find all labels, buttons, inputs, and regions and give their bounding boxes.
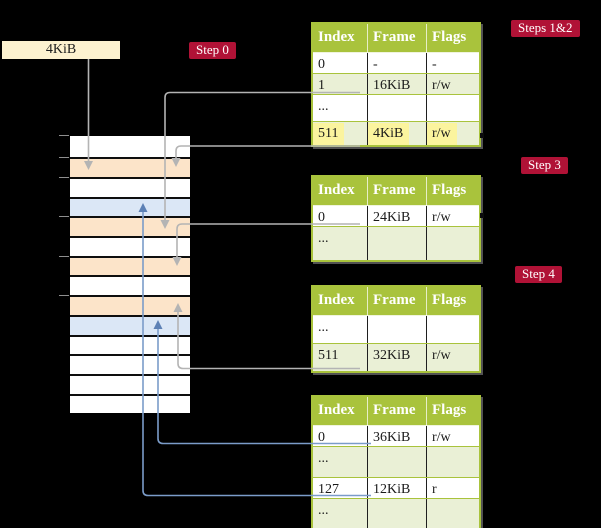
table-cell: ... <box>313 447 368 477</box>
table-cell: ... <box>313 316 368 343</box>
table-cell: - <box>368 53 427 73</box>
step4-label: Step 4 <box>515 266 562 283</box>
table-cell: 511 <box>313 344 368 371</box>
table-row: ... <box>313 315 479 343</box>
column-header-index: Index <box>313 24 368 52</box>
memory-frame-row <box>70 236 190 256</box>
memory-frame-row <box>70 374 190 394</box>
memory-tick-mark <box>59 177 69 178</box>
memory-tick-mark <box>59 256 69 257</box>
table-cell: r/w <box>427 122 479 145</box>
memory-frame-row <box>70 256 190 275</box>
memory-frame-row <box>70 197 190 216</box>
column-header-index: Index <box>313 287 368 315</box>
table-cell: r/w <box>432 78 451 93</box>
table-cell: ... <box>313 499 368 528</box>
memory-frame-row <box>70 136 190 157</box>
table-cell: r <box>432 482 437 497</box>
column-header-index: Index <box>313 397 368 425</box>
table-cell <box>427 316 479 343</box>
table-cell: 4KiB <box>368 122 427 145</box>
memory-tick-mark <box>59 135 69 136</box>
table-cell <box>427 499 479 528</box>
table-cell <box>368 316 427 343</box>
table-cell: 24KiB <box>368 206 427 226</box>
table-cell <box>368 95 427 121</box>
memory-frame-row <box>70 177 190 197</box>
column-header-flags: Flags <box>432 402 467 418</box>
column-header-flags: Flags <box>432 292 467 308</box>
memory-tick-mark <box>59 216 69 217</box>
table-cell: r/w <box>432 210 451 225</box>
table-cell <box>368 447 427 477</box>
table-cell: r/w <box>432 430 451 445</box>
table-cell: 1 <box>313 74 368 94</box>
table-cell: 511 <box>313 122 368 145</box>
table-row: ... <box>313 226 479 260</box>
column-header-flags: Flags <box>432 29 467 45</box>
table-cell <box>427 227 479 260</box>
table-cell: 0 <box>313 426 368 446</box>
step3-label: Step 3 <box>521 157 568 174</box>
column-header-frame: Frame <box>368 287 427 315</box>
memory-frame-row <box>70 354 190 374</box>
column-header-flags: Flags <box>432 182 467 198</box>
table-cell: ... <box>313 95 368 121</box>
column-header-frame: Frame <box>368 177 427 205</box>
table-cell: 127 <box>313 478 368 498</box>
table-cell: 36KiB <box>368 426 427 446</box>
column-header-frame: Frame <box>368 397 427 425</box>
table-cell <box>427 95 479 121</box>
memory-frame-row <box>70 394 190 413</box>
table-cell: 0 <box>313 206 368 226</box>
connector-stub-t2 <box>480 213 484 218</box>
frame-size-box: 4KiB <box>2 41 120 59</box>
memory-tick-mark <box>59 157 69 158</box>
table-cell <box>427 447 479 477</box>
memory-tick-mark <box>59 295 69 296</box>
memory-frame-row <box>70 295 190 315</box>
memory-frame-row <box>70 335 190 354</box>
memory-frame-row <box>70 216 190 236</box>
table-row: 0-- <box>313 52 479 73</box>
table-cell: 32KiB <box>368 344 427 371</box>
table-row: ... <box>313 446 479 477</box>
table-cell <box>368 499 427 528</box>
arrow-t1-index511-to-4kib <box>171 145 360 167</box>
memory-frame-row <box>70 315 190 335</box>
connector-stub-t1 <box>480 133 484 138</box>
table-cell <box>368 227 427 260</box>
table-cell: - <box>432 57 437 72</box>
memory-frame-row <box>70 157 190 177</box>
table-cell: 0 <box>313 53 368 73</box>
column-header-index: Index <box>313 177 368 205</box>
column-header-frame: Frame <box>368 24 427 52</box>
table-cell: 16KiB <box>368 74 427 94</box>
table-row: ... <box>313 94 479 121</box>
table-cell: r/w <box>432 348 451 363</box>
table-cell: 12KiB <box>368 478 427 498</box>
table-cell: ... <box>313 227 368 260</box>
steps-1-2-label: Steps 1&2 <box>511 20 580 37</box>
table-row: ... <box>313 498 479 528</box>
physical-memory-column <box>70 136 190 413</box>
step0-label: Step 0 <box>189 42 236 59</box>
memory-frame-row <box>70 275 190 295</box>
